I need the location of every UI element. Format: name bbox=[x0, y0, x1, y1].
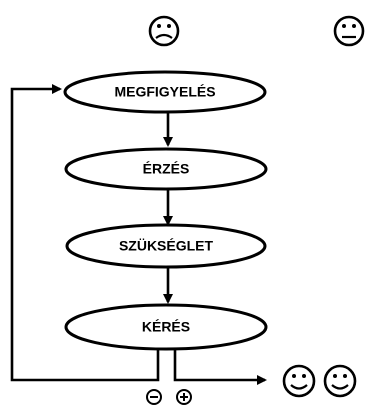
plus-sign-icon bbox=[176, 389, 192, 405]
happy-face-icon bbox=[282, 364, 316, 398]
positive-outcome-path bbox=[173, 349, 267, 385]
node-need-label: SZÜKSÉGLET bbox=[119, 238, 214, 254]
node-need: SZÜKSÉGLET bbox=[65, 223, 267, 269]
happy-face-icon bbox=[323, 364, 357, 398]
node-feeling: ÉRZÉS bbox=[64, 147, 268, 191]
node-observation-label: MEGFIGYELÉS bbox=[114, 84, 215, 100]
minus-sign-icon bbox=[146, 389, 162, 405]
node-feeling-label: ÉRZÉS bbox=[143, 161, 190, 177]
node-request-label: KÉRÉS bbox=[142, 319, 190, 335]
negative-feedback-loop bbox=[10, 84, 160, 382]
node-request: KÉRÉS bbox=[64, 303, 268, 351]
neutral-face-icon bbox=[333, 15, 365, 47]
sad-face-icon bbox=[148, 15, 180, 47]
node-observation: MEGFIGYELÉS bbox=[63, 70, 267, 114]
